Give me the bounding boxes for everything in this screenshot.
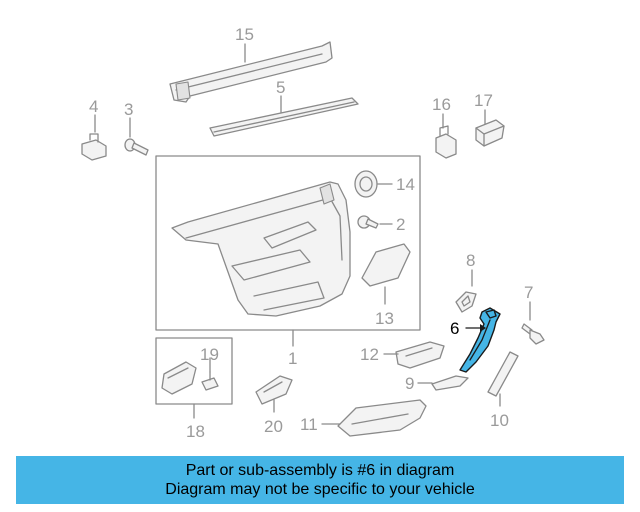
part-6-handle-bracket-highlighted: [459, 307, 501, 373]
callout-14: 14: [396, 175, 415, 194]
part-14-grille-ring: [354, 170, 378, 198]
part-19-connector: [201, 371, 219, 391]
part-1-door-trim-panel: [171, 181, 351, 317]
door-trim-exploded-diagram: 15 5 4 3 16 17 1: [81, 25, 545, 441]
callout-15: 15: [235, 25, 254, 44]
callout-1: 1: [288, 349, 297, 368]
part-18-switch-housing: [161, 361, 197, 395]
callout-5: 5: [276, 78, 285, 97]
callout-11: 11: [300, 415, 318, 434]
callout-20: 20: [264, 417, 283, 436]
part-3-screw: [124, 138, 149, 156]
part-17-bracket: [475, 119, 505, 147]
banner-line-1: Part or sub-assembly is #6 in diagram: [185, 462, 455, 479]
part-5-trim-strip: [209, 97, 359, 137]
callout-12: 12: [360, 345, 379, 364]
callout-16: 16: [432, 95, 451, 114]
part-16-clip: [435, 125, 457, 159]
part-20-switch-bezel: [255, 375, 293, 405]
part-8-bezel: [455, 291, 477, 313]
callout-13: 13: [375, 309, 394, 328]
leader-6-arrow: [480, 324, 486, 332]
part-7-screw: [521, 323, 545, 345]
part-4-clip: [81, 133, 107, 161]
callout-6: 6: [450, 319, 459, 338]
part-10-vertical-strip: [487, 351, 519, 397]
part-13-cover-panel: [361, 243, 411, 287]
callout-10: 10: [490, 411, 509, 430]
part-15-upper-trim-strip: [169, 41, 333, 103]
part-11-armrest: [337, 399, 427, 437]
part-12-handle-bezel: [395, 341, 445, 369]
part-2-bolt: [357, 215, 379, 229]
callout-9: 9: [405, 374, 414, 393]
callout-18: 18: [186, 422, 205, 441]
callout-17: 17: [474, 91, 493, 110]
callout-19: 19: [200, 345, 219, 364]
banner-line-2: Diagram may not be specific to your vehi…: [165, 481, 475, 498]
part-9-trim-piece: [431, 375, 469, 391]
callout-3: 3: [124, 100, 133, 119]
part-1-assembly-box: [155, 155, 421, 331]
callout-7: 7: [524, 283, 533, 302]
callout-8: 8: [466, 251, 475, 270]
info-banner: Part or sub-assembly is #6 in diagram Di…: [16, 456, 624, 504]
callout-4: 4: [89, 97, 98, 116]
callout-2: 2: [396, 215, 405, 234]
